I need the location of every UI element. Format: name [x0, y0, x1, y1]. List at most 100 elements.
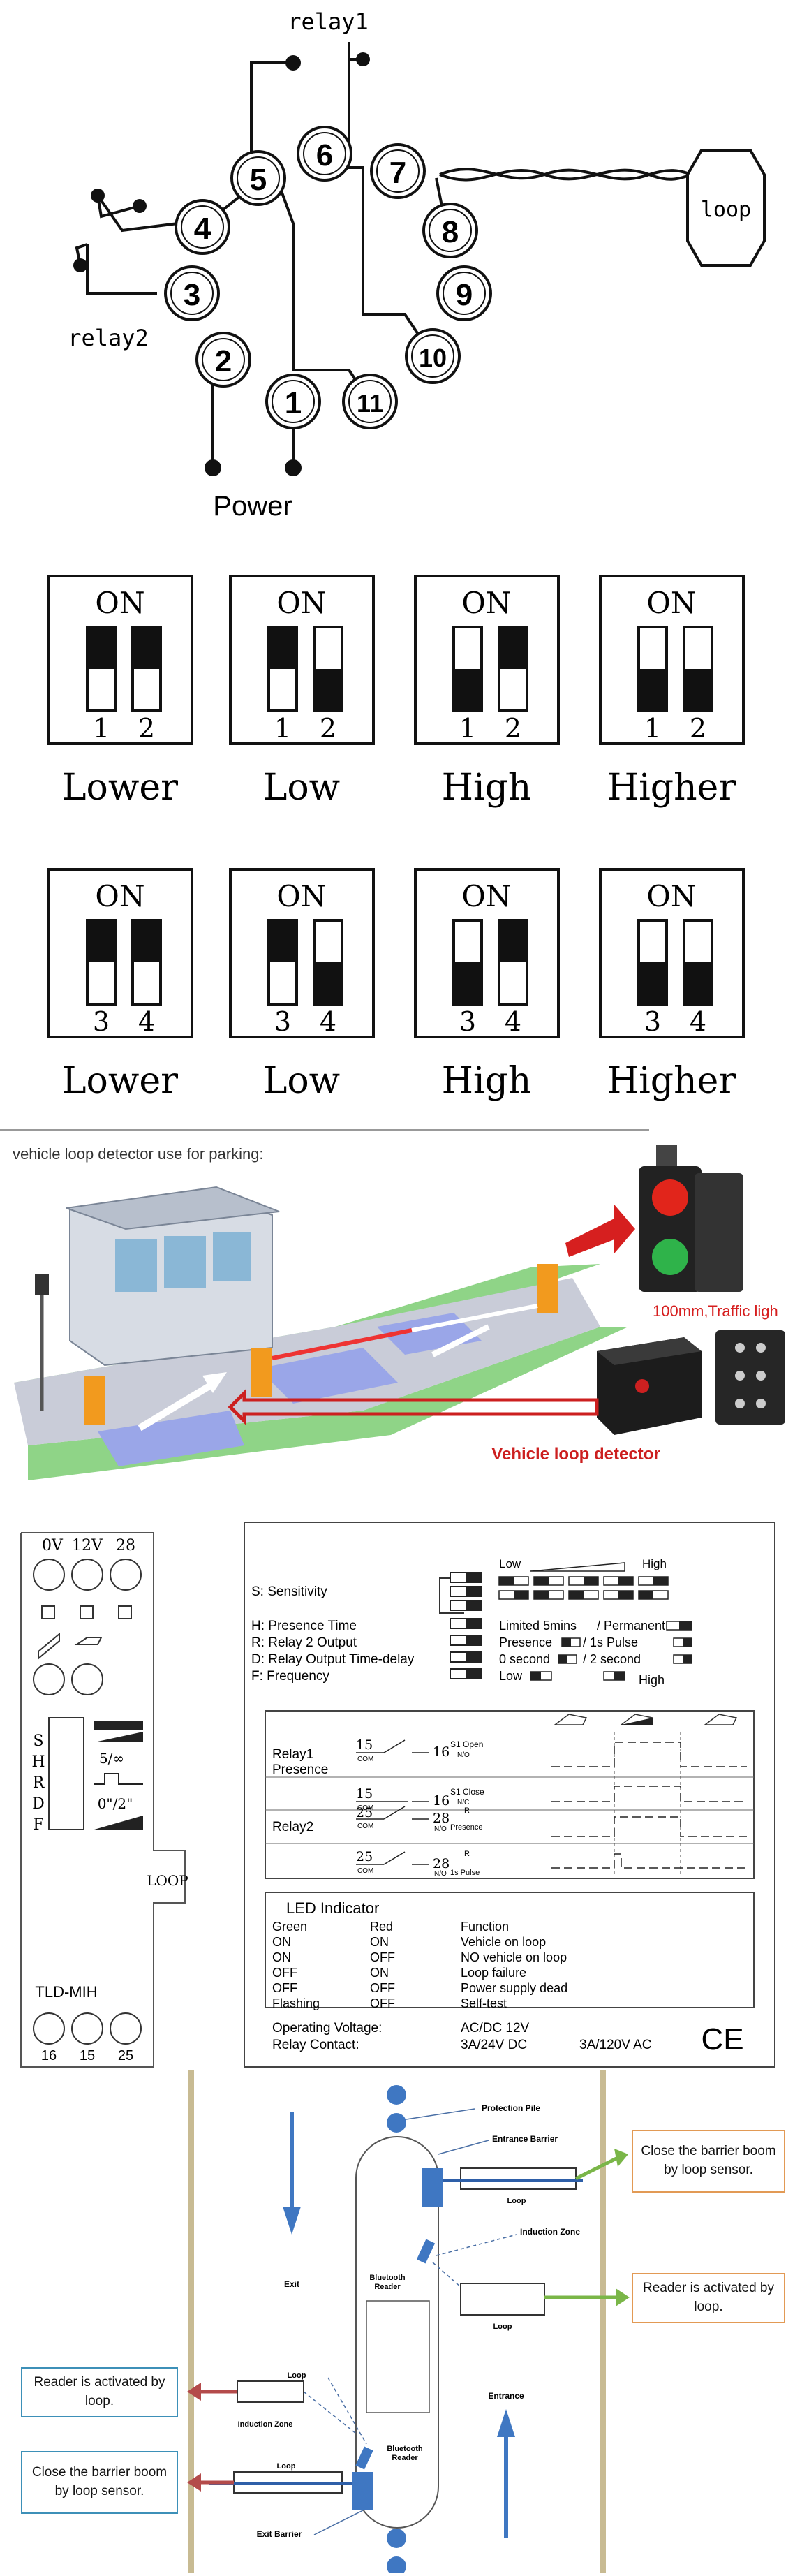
dip-switch-frame [229, 575, 375, 745]
led-row-4-green: OFF [272, 1981, 297, 1995]
dip-knob-off [454, 669, 482, 711]
exit-label: Exit [284, 2279, 299, 2289]
wiring-diagram: 1 2 3 4 5 6 7 8 9 10 11 relay1 relay2 lo… [0, 0, 809, 531]
dip-on-label: ON [646, 879, 696, 913]
dip-knob-off [454, 962, 482, 1004]
loop-label-bottom-left: Loop [277, 2462, 296, 2471]
exit-barrier-box [352, 2472, 373, 2510]
r1b-15: 15 [356, 1786, 373, 1802]
terminal-1: 1 [265, 374, 321, 429]
setting-s: S: Sensitivity [251, 1584, 327, 1599]
dip-knob-off [639, 962, 667, 1004]
dip-knob-off [639, 669, 667, 711]
setting-f: F: Frequency [251, 1669, 329, 1684]
bluetooth-label-bottom-2: Reader [392, 2454, 418, 2462]
bluetooth-label-top-2: Reader [374, 2283, 401, 2291]
led-header-function: Function [461, 1920, 509, 1934]
red-arrow-mid [187, 2383, 201, 2401]
callout-close-right-text: Close the barrier boom by loop sensor. [641, 2144, 776, 2177]
led-row-3-red: ON [370, 1966, 389, 1980]
bottom-terminal-16: 16 [41, 2048, 57, 2063]
parking-caption: vehicle loop detector use for parking: [13, 1145, 264, 1163]
dip-knob-on [269, 627, 297, 669]
barrier-layout: Protection Pile Entrance Barrier Loop Bl… [0, 2070, 809, 2576]
led-row-1-function: Vehicle on loop [461, 1935, 546, 1949]
setting-d: D: Relay Output Time-delay [251, 1652, 415, 1667]
dip-number: 4 [690, 1006, 706, 1037]
led-row-2-function: NO vehicle on loop [461, 1950, 567, 1964]
dip-knob-on [269, 920, 297, 962]
terminal-circles: 1 2 3 4 5 6 7 8 9 10 11 [164, 126, 492, 429]
loop-label-top-right: Loop [507, 2197, 526, 2205]
induction-zone-label-bottom: Induction Zone [238, 2420, 293, 2429]
dip-knob-off [314, 962, 342, 1004]
exit-barrier-label: Exit Barrier [257, 2529, 302, 2539]
freq-high: High [639, 1673, 665, 1687]
dip-on-label: ON [276, 586, 326, 620]
loop-label: loop [701, 198, 751, 222]
traffic-light [639, 1145, 743, 1292]
r2b-pulse: 1s Pulse [450, 1869, 480, 1877]
dip-number: 2 [505, 713, 521, 744]
terminal-12v: 12V [72, 1537, 103, 1554]
dip-knob-on [133, 627, 161, 669]
presence-marking: 5/∞ [99, 1750, 124, 1767]
terminal-label-4: 4 [194, 212, 211, 246]
dip-number: 2 [320, 713, 336, 744]
callout-close-left-text: Close the barrier boom by loop sensor. [31, 2465, 168, 2498]
callout-close-right: Close the barrier boom by loop sensor. [632, 2130, 785, 2193]
protection-pile-4 [387, 2556, 406, 2576]
callout-close-left: Close the barrier boom by loop sensor. [21, 2451, 178, 2514]
green-arrow-mid [616, 2288, 630, 2306]
terminal-7: 7 [370, 143, 426, 199]
dip-number: 1 [93, 713, 110, 744]
dip-knob-on [87, 920, 115, 962]
dip-number: 4 [138, 1006, 155, 1037]
led-row-4-red: OFF [370, 1981, 395, 1995]
r2b-com: COM [357, 1867, 373, 1875]
r1b-s1close: S1 Close [450, 1787, 484, 1797]
side-letter-d: D [32, 1795, 45, 1813]
dip-level-label: Lower [62, 767, 178, 809]
dip-switch-frame [414, 575, 560, 745]
r1a-com: COM [357, 1756, 373, 1763]
relay2-title: Relay2 [272, 1820, 313, 1834]
delay-two: / 2 second [583, 1652, 641, 1666]
dip-knob-on [499, 920, 527, 962]
r1a-16: 16 [433, 1744, 450, 1760]
led-header-green: Green [272, 1920, 307, 1934]
bluetooth-label-top-1: Bluetooth [369, 2274, 406, 2282]
entrance-barrier-label: Entrance Barrier [492, 2134, 558, 2144]
terminal-9: 9 [436, 265, 492, 321]
loop-label-mid-right: Loop [493, 2323, 512, 2331]
detector-panel-svg: 0V 12V 28 S H R D F 5/∞ 0"/2" LOOP TLD-M… [20, 1522, 775, 2068]
side-letter-s: S [33, 1732, 43, 1750]
freq-low: Low [499, 1669, 523, 1683]
r1b-16: 16 [433, 1793, 450, 1809]
bluetooth-label-bottom-1: Bluetooth [387, 2445, 423, 2453]
dip-level-label: High [442, 1060, 532, 1102]
entrance-barrier-box [422, 2168, 443, 2207]
led-row-1-red: ON [370, 1935, 389, 1949]
loop-label-mid-left: Loop [288, 2371, 306, 2380]
terminal-28: 28 [116, 1537, 135, 1554]
dip-on-label: ON [276, 879, 326, 913]
bottom-terminal-15: 15 [80, 2048, 95, 2063]
dip-switch-frame [599, 575, 745, 745]
dip-level-label: High [442, 767, 532, 809]
loop-top-right [460, 2167, 577, 2190]
entrance-label: Entrance [488, 2391, 524, 2401]
loop-area-1 [258, 1348, 398, 1404]
dip-level-label: Higher [607, 767, 736, 809]
dip-switch-frame [47, 575, 193, 745]
terminal-label-7: 7 [389, 156, 406, 190]
sens-high: High [642, 1557, 667, 1570]
power-label: Power [213, 491, 292, 522]
terminal-label-6: 6 [316, 138, 333, 172]
green-arrow-top [614, 2149, 628, 2167]
